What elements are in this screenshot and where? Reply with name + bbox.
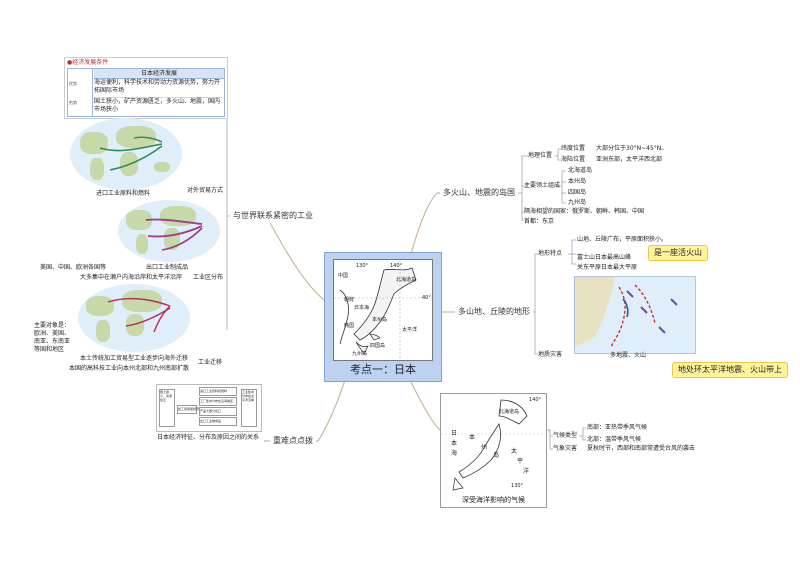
table-row-label: 优势 xyxy=(69,81,77,86)
japan-map: 中国 朝鲜 韩国 四国岛 九州岛 本州岛 北海道岛 太平洋 日本海 140° 1… xyxy=(333,259,433,361)
table-divider xyxy=(92,69,93,116)
flow-box: 工厂集中分布在沿海地区 xyxy=(199,397,237,406)
shift-caption: 本土传统加工贸易型工业逐步向海外迁移 xyxy=(80,355,189,362)
neighbors-text: 隔海相望的国家：俄罗斯、朝鲜、韩国、中国 xyxy=(524,208,645,215)
sea-land-value: 亚洲东部，太平洋西北部 xyxy=(596,156,663,163)
conditions-table: 日本经济发展 优势 海运便利，科学技术和劳动力资源优势，努力开拓国际市场 劣势 … xyxy=(67,68,225,117)
terrain-features-label: 地形特点 xyxy=(538,250,563,257)
export-caption: 出口工业制成品 xyxy=(146,264,189,271)
main-islands-label: 主要领土组成 xyxy=(524,182,561,189)
terrain-feature-1: 山地、丘陵广布，平原面积狭小。 xyxy=(577,236,668,243)
map-label: 140° xyxy=(390,263,403,269)
island-item: 北海道岛 xyxy=(568,167,593,174)
key-caption: 日本经济特征、分布及原因之间的关系 xyxy=(157,434,260,441)
japan-map-outline xyxy=(334,260,432,360)
world-map-migration xyxy=(78,284,190,352)
table-header: 日本经济发展 xyxy=(94,69,224,79)
distribution-label: 工业区分布 xyxy=(193,274,224,281)
climate-north: 北部：温带季风气候 xyxy=(587,436,642,443)
island-item: 本州岛 xyxy=(568,178,587,185)
climate-map-label: 140° xyxy=(529,397,542,403)
map-label: 韩国 xyxy=(344,323,355,329)
map-label: 北海道岛 xyxy=(396,277,417,283)
climate-type-label: 气候类型 xyxy=(553,432,578,439)
hazard-label: 地质灾害 xyxy=(538,351,563,358)
climate-map-box: 北海道岛 本 州 岛 日 本 海 太 平 洋 130° 140° 深受海洋影响的… xyxy=(440,393,547,508)
terrain-feature-2: 富士山日本最高山峰 xyxy=(577,254,632,261)
branch-climate: 深受海洋影响的气候 xyxy=(462,496,525,504)
flow-box: 国土狭小、资源贫乏 xyxy=(159,389,175,427)
conditions-title-text: 经济发展条件 xyxy=(72,59,109,66)
shift-label: 工业迁移 xyxy=(198,359,223,366)
map-label: 中国 xyxy=(338,273,349,279)
map-label: 日本海 xyxy=(354,305,370,311)
map-label: 九州岛 xyxy=(352,351,368,357)
plate-map xyxy=(574,276,696,354)
climate-map-drawing xyxy=(441,399,546,491)
climate-map-label: 岛 xyxy=(493,452,500,459)
conditions-title: ●经济发展条件 xyxy=(67,59,108,67)
branch-key-points: 重难点点拨 xyxy=(270,434,316,448)
climate-map-label: 本 xyxy=(451,440,458,447)
distribution-caption: 大多集中在濑户内海沿岸和太平洋沿岸 xyxy=(80,274,183,281)
map-label: 130° xyxy=(356,263,369,269)
branch-islands: 多火山、地震的岛国 xyxy=(440,186,518,200)
climate-disaster-value: 夏秋时节，西部和南部常遭受台风的袭击 xyxy=(587,445,696,452)
partners-text: 美国、中国、欧洲各国等 xyxy=(40,264,107,271)
import-caption: 进口工业原料和燃料 xyxy=(96,190,151,197)
map-label: 朝鲜 xyxy=(344,297,355,303)
world-map-export xyxy=(118,200,220,262)
targets-text: 主要对象是：欧洲、美国、南亚、东南亚等国和地区 xyxy=(34,322,71,353)
latitude-value: 大部分位于30°N~45°N。 xyxy=(596,145,668,152)
bullet-icon: ● xyxy=(67,59,73,66)
table-row-label: 劣势 xyxy=(69,100,77,105)
flow-box: 工业集中分布在太平洋沿岸 xyxy=(241,389,257,427)
center-title: 考点一：日本 xyxy=(350,363,416,376)
latitude-label: 纬度位置 xyxy=(561,145,586,152)
climate-map-label: 130° xyxy=(511,483,524,489)
conditions-frame: ●经济发展条件 日本经济发展 优势 海运便利，科学技术和劳动力资源优势，努力开拓… xyxy=(64,57,228,119)
climate-map-label: 平 xyxy=(517,458,524,465)
climate-disaster-label: 气象灾害 xyxy=(553,445,578,452)
callout-pacific-ring: 地处环太平洋地震、火山带上 xyxy=(672,362,788,378)
flow-diagram: 国土狭小、资源贫乏 进口工业原料和燃料 工厂集中分布在沿海地区 加工贸易型经济 … xyxy=(156,384,262,432)
branch-industry: 与世界联系紧密的工业 xyxy=(230,209,316,223)
callout-active-volcano: 是一座活火山 xyxy=(648,245,708,261)
plate-map-drawing xyxy=(575,277,678,348)
center-node: 中国 朝鲜 韩国 四国岛 九州岛 本州岛 北海道岛 太平洋 日本海 140° 1… xyxy=(324,252,442,382)
map-label: 本州岛 xyxy=(372,317,388,323)
capital-text: 首都：东京 xyxy=(524,218,555,225)
branch-terrain: 多山地、丘陵的地形 xyxy=(455,305,533,319)
hightech-text: 本国的高科技工业向本州北部和九州南部扩散 xyxy=(69,365,190,372)
world-map-trade xyxy=(70,118,182,190)
climate-map-label: 日 xyxy=(451,430,458,437)
terrain-feature-3: 关东平原日本最大平原 xyxy=(577,264,638,271)
climate-map-label: 太 xyxy=(511,448,518,455)
map-label: 四国岛 xyxy=(370,343,386,349)
climate-map-label: 海 xyxy=(451,450,458,457)
table-row-text: 国土狭小，矿产资源匮乏，多火山、地震，国内市场狭小 xyxy=(94,97,222,113)
climate-map-label: 洋 xyxy=(523,468,530,475)
hazard-value: 多地震、火山 xyxy=(610,352,647,359)
climate-map-label: 本 xyxy=(469,434,476,441)
flow-box: 进口工业原料和燃料 xyxy=(199,387,237,396)
climate-south: 南部：亚热带季风气候 xyxy=(587,424,648,431)
flow-box: 产品大部分出口 xyxy=(199,407,237,416)
table-row-text: 海运便利，科学技术和劳动力资源优势，努力开拓国际市场 xyxy=(94,79,221,94)
island-item: 九州岛 xyxy=(568,199,587,206)
climate-map-label: 北海道岛 xyxy=(499,409,520,415)
trade-method-label: 对外贸易方式 xyxy=(187,187,224,194)
sea-land-label: 海陆位置 xyxy=(561,156,586,163)
flow-box: 出口工业制成品 xyxy=(199,417,237,426)
climate-map-label: 州 xyxy=(481,444,488,451)
flow-box: 加工贸易型经济 xyxy=(177,405,199,414)
geo-position-label: 地理位置 xyxy=(528,152,553,159)
map-label: 40° xyxy=(422,295,431,301)
island-item: 四国岛 xyxy=(568,189,587,196)
map-label: 太平洋 xyxy=(402,327,418,333)
